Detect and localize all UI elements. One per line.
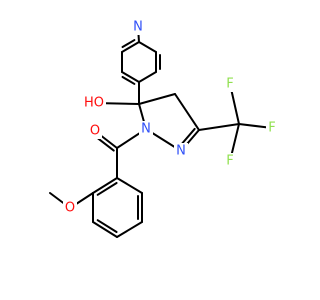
bond-b6-b1 [116,177,143,194]
pyrazoline-n1-atom: N [139,121,153,137]
carbonyl-oxygen-label: O [90,124,100,139]
pyrazoline-n1-label: N [141,122,151,137]
fluorine-atom-1: F [224,76,236,92]
carbonyl-oxygen-atom: O [88,123,102,139]
bond-c5-c4 [138,93,176,105]
bond-b1-b2 [92,177,118,194]
hydroxyl-group: HO [82,95,106,111]
bond-py6-py1 [121,41,140,53]
bond-b4-b5 [116,221,143,238]
molecule-structure-diagram: N HO O N N F F F [49,19,278,238]
bond-c4-c3 [174,93,200,131]
pyrazoline-n2-label: N [176,144,186,159]
pyridine-nitrogen-label: N [133,20,143,35]
bond-py4-py5 [121,71,140,83]
bond-py1-py2 [138,41,157,53]
fluorine-atom-3: F [224,153,236,169]
bond-layer [49,26,273,238]
atom-label-layer: N HO O N N F F F [63,19,278,216]
fluorine-atom-2: F [266,120,278,136]
pyridine-nitrogen-atom: N [131,19,145,35]
bond-b3-b4-double [96,219,118,234]
methoxy-oxygen-atom: O [63,200,77,216]
hydroxyl-label: HO [84,96,104,111]
bond-py3-py4 [138,71,157,83]
bond-py6-py1-double [121,39,136,49]
fluorine-2-label: F [268,121,275,136]
fluorine-3-label: F [226,154,233,169]
bond-py4-py5-double [121,75,136,85]
bond-b3-b4 [92,221,118,238]
methoxy-oxygen-label: O [65,201,75,216]
bond-c3-cf3 [198,123,240,131]
fluorine-1-label: F [226,77,233,92]
bond-b1-b2-double [96,181,118,196]
pyrazoline-n2-atom: N [174,143,188,159]
